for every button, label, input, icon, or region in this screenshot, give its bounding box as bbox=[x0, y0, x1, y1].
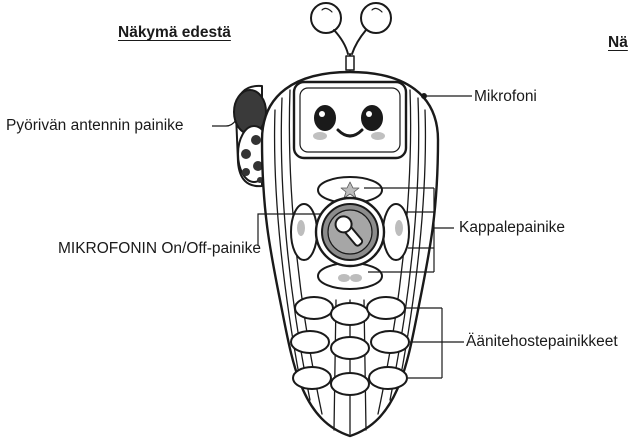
label-mic-toggle: MIKROFONIN On/Off-painike bbox=[58, 240, 261, 258]
antenna-icon bbox=[311, 3, 391, 70]
microphone-toggle-button bbox=[316, 198, 384, 266]
label-sound-effects: Äänitehostepainikkeet bbox=[466, 333, 618, 351]
microphone-hole bbox=[422, 94, 426, 98]
label-microphone: Mikrofoni bbox=[474, 88, 537, 106]
sound-effect-buttons bbox=[291, 297, 409, 395]
leader-antenna bbox=[212, 120, 236, 126]
label-song-buttons: Kappalepainike bbox=[459, 219, 565, 237]
label-antenna-button: Pyörivän antennin painike bbox=[6, 117, 184, 135]
